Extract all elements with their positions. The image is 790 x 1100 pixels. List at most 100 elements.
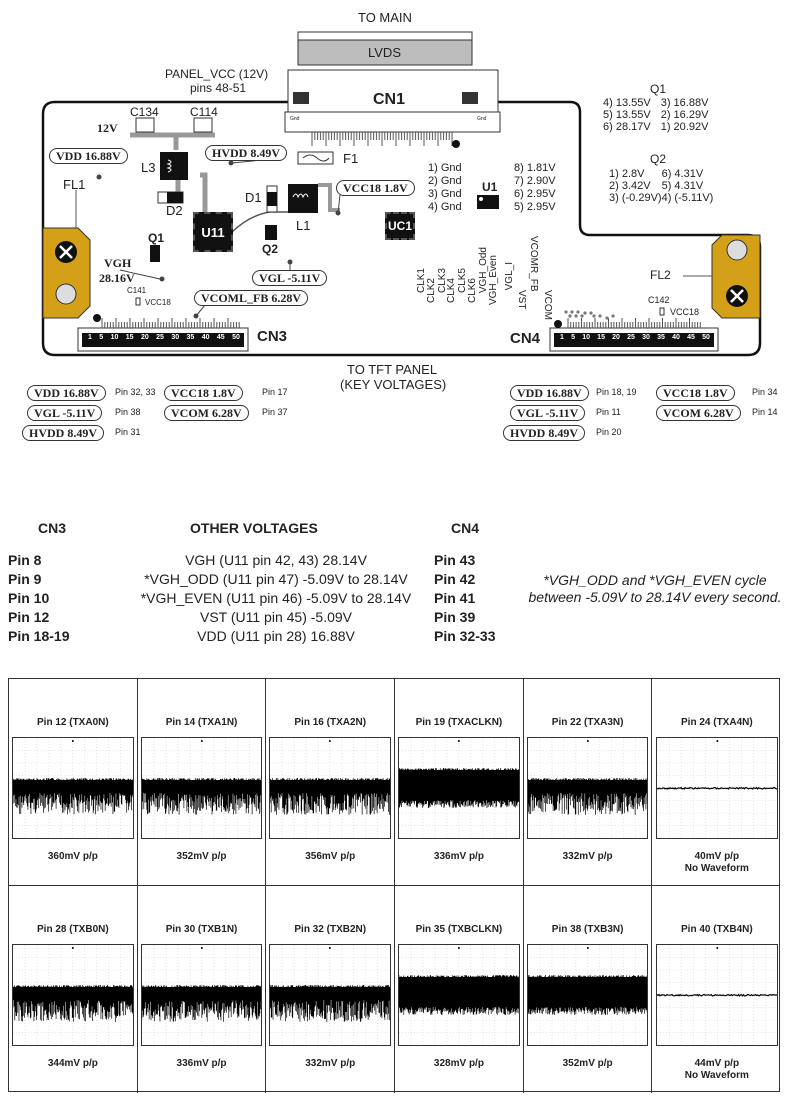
key-vcom: VCOM 6.28V	[656, 405, 741, 421]
waveform-title: Pin 12 (TXA0N)	[37, 717, 109, 728]
oscilloscope-trace	[398, 737, 520, 839]
signal-clk6: CLK6	[467, 278, 478, 304]
key-vcc18-pin: Pin 17	[262, 387, 288, 397]
oscilloscope-trace	[526, 737, 649, 839]
c142-label: C142	[648, 295, 670, 305]
lvds-label: LVDS	[368, 45, 401, 60]
other-voltages-title: OTHER VOLTAGES	[190, 520, 318, 536]
q1-pin: 2) 16.29V	[660, 109, 709, 121]
vcoml-fb-label: VCOML_FB 6.28V	[194, 290, 308, 306]
pin-number: 1	[560, 334, 564, 341]
key-hvdd: HVDD 8.49V	[503, 425, 585, 441]
key-vcc18-pin: Pin 34	[752, 387, 778, 397]
key-vcom-pin: Pin 14	[752, 407, 778, 417]
oscilloscope-trace	[12, 737, 134, 839]
cn4-pin: Pin 41	[434, 590, 476, 606]
hvdd-label: HVDD 8.49V	[205, 145, 287, 161]
q1-table-title: Q1	[650, 82, 667, 96]
q2-pin: 6) 4.31V	[661, 168, 704, 180]
voltage-row: Pin 9*VGH_ODD (U11 pin 47) -5.09V to 28.…	[8, 571, 495, 590]
oscilloscope-trace	[526, 944, 649, 1046]
12v-label: 12V	[97, 121, 118, 135]
key-hvdd-pin: Pin 20	[596, 427, 622, 437]
q2-pin: 5) 4.31V	[661, 180, 704, 192]
u11-chip: U11	[193, 212, 233, 252]
signal-vgh-even: VGH_Even	[488, 255, 499, 306]
key-vcc18: VCC18 1.8V	[164, 385, 243, 401]
key-vgl-pin: Pin 11	[596, 407, 621, 417]
d1-label: D1	[245, 190, 262, 205]
c134-label: C134	[130, 105, 159, 119]
vcc18-label: VCC18 1.8V	[336, 180, 415, 196]
oscilloscope-trace	[269, 944, 392, 1046]
q2-pin: 4) (-5.11V)	[661, 192, 714, 204]
to-main-label: TO MAIN	[358, 10, 412, 25]
key-vdd: VDD 16.88V	[27, 385, 106, 401]
pin-number: 15	[125, 334, 134, 341]
q1-pin: 1) 20.92V	[660, 121, 709, 133]
key-vdd-pin: Pin 18, 19	[596, 387, 637, 397]
key-hvdd: HVDD 8.49V	[22, 425, 104, 441]
key-hvdd-pin: Pin 31	[115, 427, 141, 437]
q2-pin: 3) (-0.29V)	[609, 192, 662, 204]
u1-pin: 3) Gnd	[428, 188, 462, 200]
waveform-title: Pin 24 (TXA4N)	[681, 717, 753, 728]
voltage-description: *VGH_EVEN (U11 pin 46) -5.09V to 28.14V	[140, 590, 412, 606]
oscilloscope-trace	[655, 944, 779, 1046]
pin-number: 10	[110, 334, 119, 341]
waveform-title: Pin 19 (TXACLKN)	[415, 717, 503, 728]
key-vdd-pin: Pin 32, 33	[115, 387, 156, 397]
panel-vcc-pins: pins 48-51	[190, 81, 247, 95]
voltage-row: Pin 10*VGH_EVEN (U11 pin 46) -5.09V to 2…	[8, 590, 495, 609]
q1-pin: 3) 16.88V	[660, 97, 709, 109]
oscilloscope-trace	[655, 737, 779, 839]
q1-pin: 5) 13.55V	[603, 109, 651, 121]
oscilloscope-trace	[269, 737, 392, 839]
waveform-cell: Pin 35 (TXBCLKN)328mV p/p	[395, 886, 524, 1093]
pin-number: 20	[140, 334, 149, 341]
peak-to-peak-value: 352mV p/p	[562, 1058, 613, 1069]
c141-label: C141	[127, 286, 147, 295]
cn3-pin: Pin 9	[8, 571, 42, 587]
cn1-connector: CN1	[373, 91, 406, 108]
waveform-title: Pin 38 (TXB3N)	[551, 924, 624, 935]
q1-label: Q1	[148, 231, 165, 245]
c114-label: C114	[190, 105, 218, 119]
pin-number: 1	[88, 334, 92, 341]
signal-vgl-i: VGL_I	[504, 262, 515, 291]
pin-number: 45	[216, 334, 225, 341]
waveform-measurement: 360mV p/p	[9, 851, 137, 863]
cn4-pin: Pin 43	[434, 552, 476, 568]
signal-vcomr-fb: VCOMR_FB	[528, 236, 539, 292]
q1-pin: 6) 28.17V	[603, 121, 651, 133]
signal-vst: VST	[516, 290, 527, 310]
u1-pin: 2) Gnd	[428, 175, 462, 187]
u1-label: U1	[482, 180, 498, 194]
vgl-label: VGL -5.11V	[252, 270, 328, 286]
waveform-cell: Pin 19 (TXACLKN)336mV p/p	[395, 679, 524, 886]
key-vgl: VGL -5.11V	[27, 405, 103, 421]
pin-number: 35	[657, 334, 665, 341]
pin-number: 50	[232, 334, 240, 341]
waveform-cell: Pin 12 (TXA0N) 360mV p/p	[9, 679, 138, 886]
no-waveform-note: No Waveform	[684, 1070, 749, 1081]
peak-to-peak-value: 332mV p/p	[562, 851, 613, 862]
panel-vcc-label: PANEL_VCC (12V)	[165, 67, 269, 81]
cn3-connector: CN3	[257, 328, 288, 345]
vcc18-testpoint: VCC18	[670, 307, 700, 317]
waveform-title: Pin 14 (TXA1N)	[165, 717, 238, 728]
peak-to-peak-value: 336mV p/p	[176, 1058, 227, 1069]
pin-number: 5	[571, 334, 575, 341]
pin-number: 45	[687, 334, 695, 341]
voltage-description: VGH (U11 pin 42, 43) 28.14V	[185, 552, 367, 568]
waveform-title: Pin 35 (TXBCLKN)	[415, 924, 503, 935]
key-voltages-label: (KEY VOLTAGES)	[340, 377, 447, 392]
pin-number: 50	[702, 334, 710, 341]
